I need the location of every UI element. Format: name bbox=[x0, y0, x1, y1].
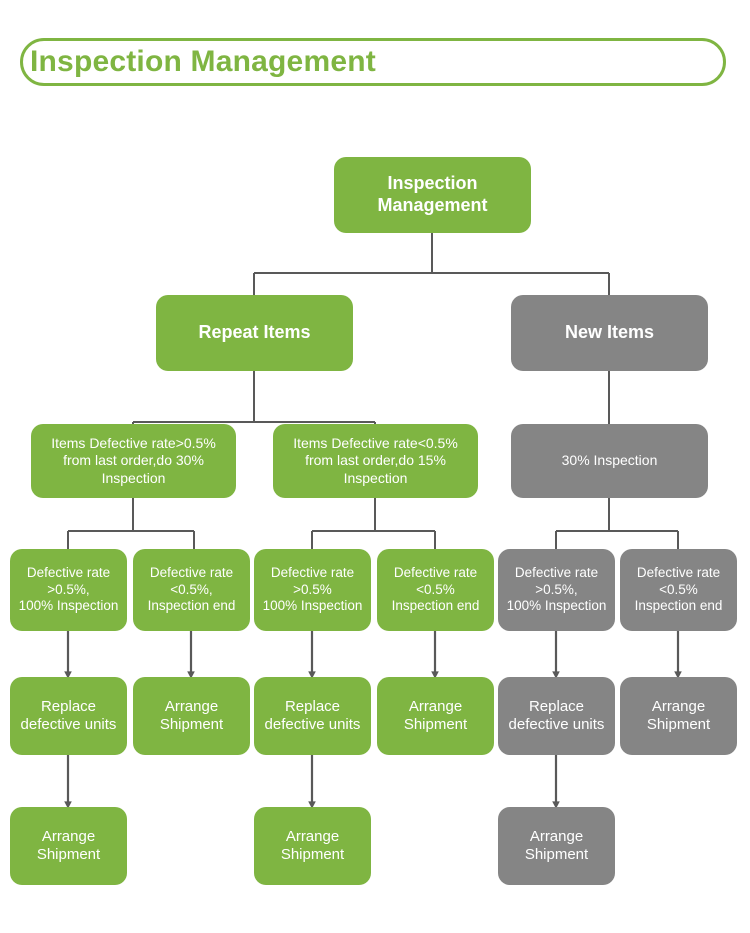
node-defect-low-inspection-end-2[interactable]: Defective rate <0.5% Inspection end bbox=[377, 549, 494, 631]
node-replace-defective-units-3[interactable]: Replace defective units bbox=[498, 677, 615, 755]
node-new-items-30-percent-inspection[interactable]: 30% Inspection bbox=[511, 424, 708, 498]
node-defect-low-inspection-end-1[interactable]: Defective rate <0.5%, Inspection end bbox=[133, 549, 250, 631]
header-banner bbox=[20, 38, 726, 86]
node-replace-defective-units-1[interactable]: Replace defective units bbox=[10, 677, 127, 755]
node-inspection-management[interactable]: Inspection Management bbox=[334, 157, 531, 233]
node-defect-low-inspection-end-3[interactable]: Defective rate <0.5% Inspection end bbox=[620, 549, 737, 631]
node-arrange-shipment-final-3[interactable]: Arrange Shipment bbox=[498, 807, 615, 885]
node-arrange-shipment-1[interactable]: Arrange Shipment bbox=[133, 677, 250, 755]
node-defect-high-full-inspection-1[interactable]: Defective rate >0.5%, 100% Inspection bbox=[10, 549, 127, 631]
node-replace-defective-units-2[interactable]: Replace defective units bbox=[254, 677, 371, 755]
node-defect-high-full-inspection-2[interactable]: Defective rate >0.5% 100% Inspection bbox=[254, 549, 371, 631]
node-repeat-low-defect-rate[interactable]: Items Defective rate<0.5% from last orde… bbox=[273, 424, 478, 498]
node-arrange-shipment-3[interactable]: Arrange Shipment bbox=[620, 677, 737, 755]
node-repeat-high-defect-rate[interactable]: Items Defective rate>0.5% from last orde… bbox=[31, 424, 236, 498]
node-arrange-shipment-final-1[interactable]: Arrange Shipment bbox=[10, 807, 127, 885]
page-title: Inspection Management bbox=[30, 45, 376, 78]
node-repeat-items[interactable]: Repeat Items bbox=[156, 295, 353, 371]
node-new-items[interactable]: New Items bbox=[511, 295, 708, 371]
node-arrange-shipment-final-2[interactable]: Arrange Shipment bbox=[254, 807, 371, 885]
node-arrange-shipment-2[interactable]: Arrange Shipment bbox=[377, 677, 494, 755]
node-defect-high-full-inspection-3[interactable]: Defective rate >0.5%, 100% Inspection bbox=[498, 549, 615, 631]
